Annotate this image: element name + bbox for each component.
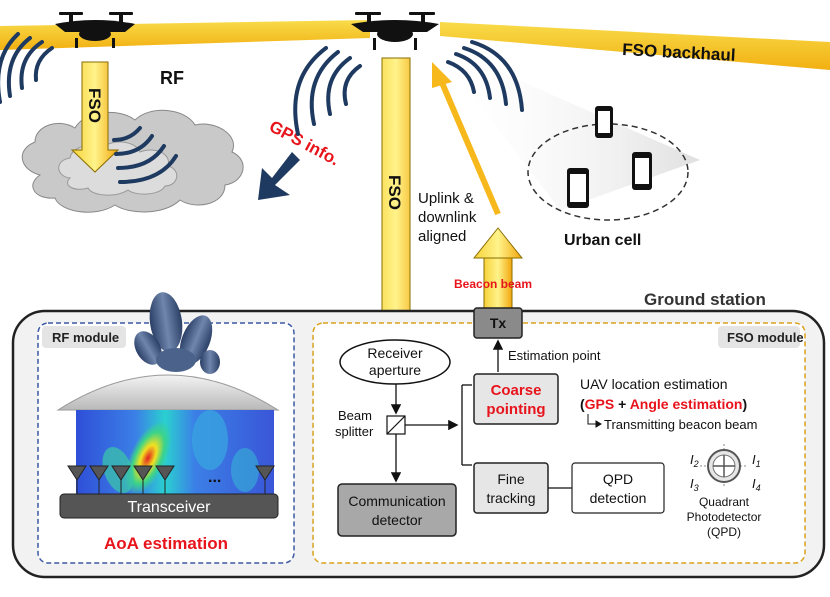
- rf-module-label: RF module: [52, 330, 119, 345]
- beacon-beam-arrow: [472, 227, 524, 313]
- beam-splitter-text-1: Beam: [338, 408, 372, 423]
- qpd-icon: [700, 444, 748, 488]
- urban-cell: [527, 106, 689, 221]
- left-fso-label: FSO: [85, 88, 104, 123]
- fso-connectors: [390, 339, 572, 489]
- coarse-pointing-box: [473, 373, 559, 425]
- radome: [56, 374, 280, 411]
- uav-location-label: UAV location estimation: [580, 376, 728, 392]
- uplink-text-1: Uplink &: [418, 190, 474, 207]
- i2-label: I2: [690, 452, 699, 469]
- center-drone-waves-left: [293, 46, 362, 136]
- transceiver-label: Transceiver: [128, 499, 212, 516]
- sub-arrow-icon: [587, 414, 602, 428]
- center-drone-icon: [351, 12, 439, 50]
- fine-tracking-box: [473, 462, 549, 514]
- gps-info-arrow: GPS info.: [258, 117, 343, 200]
- transceiver-bar: [59, 493, 279, 519]
- urban-cell-label: Urban cell: [564, 232, 641, 249]
- phone-icon: [632, 152, 652, 190]
- i3-label: I3: [690, 476, 699, 493]
- antenna-array: [67, 465, 275, 494]
- phone-icon: [567, 168, 589, 208]
- coarse-pointing-text-1: Coarse: [491, 382, 542, 399]
- beam-splitter: [386, 415, 406, 435]
- beacon-beam-label: Beacon beam: [454, 277, 532, 291]
- radiation-pattern: [134, 292, 220, 374]
- antenna-ellipsis: ...: [208, 469, 221, 486]
- fso-module-tag: [718, 326, 800, 348]
- comm-detector-text-1: Communication: [348, 493, 445, 509]
- center-drone-waves-right: [446, 40, 524, 112]
- fso-module-label: FSO module: [727, 330, 804, 345]
- qpd-detection-text-2: detection: [590, 490, 647, 506]
- center-fso-label: FSO: [385, 175, 404, 210]
- fine-tracking-text-2: tracking: [486, 490, 535, 506]
- receiver-aperture: [339, 339, 451, 385]
- center-fso-beam: FSO: [368, 57, 424, 343]
- left-drone-icon: [55, 12, 135, 48]
- fine-tracking-text-1: Fine: [497, 471, 524, 487]
- qpd-detection-box: [571, 462, 665, 514]
- tx-label: Tx: [490, 315, 507, 331]
- beam-splitter-text-2: splitter: [335, 424, 374, 439]
- comm-detector-text-2: detector: [372, 512, 423, 528]
- transmitting-beacon-label: Transmitting beacon beam: [604, 417, 757, 432]
- tx-box: [473, 307, 523, 339]
- i1-label: I1: [752, 452, 761, 469]
- estimation-point-label: Estimation point: [508, 348, 601, 363]
- aoa-estimation-label: AoA estimation: [104, 534, 228, 553]
- left-fso-beam: FSO: [70, 61, 120, 173]
- uplink-text-2: downlink: [418, 209, 477, 226]
- receiver-text-2: aperture: [369, 362, 421, 378]
- qpd-detection-text-1: QPD: [603, 471, 633, 487]
- phone-icon: [595, 106, 613, 138]
- coverage-cone: [432, 42, 700, 210]
- heatmap: [76, 410, 274, 496]
- communication-detector-box: [337, 483, 457, 537]
- i4-label: I4: [752, 476, 761, 493]
- left-drone-rf-waves: [112, 126, 178, 184]
- uplink-arrow: [432, 62, 501, 216]
- left-drone-waves-left: [0, 32, 54, 104]
- cloud-icon: [22, 109, 244, 213]
- rf-module-tag: [42, 326, 126, 348]
- coarse-pointing-text-2: pointing: [486, 401, 545, 418]
- qpd-caption-3: (QPD): [707, 525, 741, 539]
- uplink-text-3: aligned: [418, 228, 466, 245]
- location-formula: (GPS + Angle estimation): [580, 396, 747, 412]
- ground-station-label: Ground station: [644, 290, 766, 309]
- rf-label: RF: [160, 68, 184, 88]
- qpd-caption-1: Quadrant: [699, 495, 750, 509]
- gps-info-label: GPS info.: [266, 117, 342, 170]
- qpd-caption-2: Photodetector: [687, 510, 762, 524]
- receiver-text-1: Receiver: [367, 345, 423, 361]
